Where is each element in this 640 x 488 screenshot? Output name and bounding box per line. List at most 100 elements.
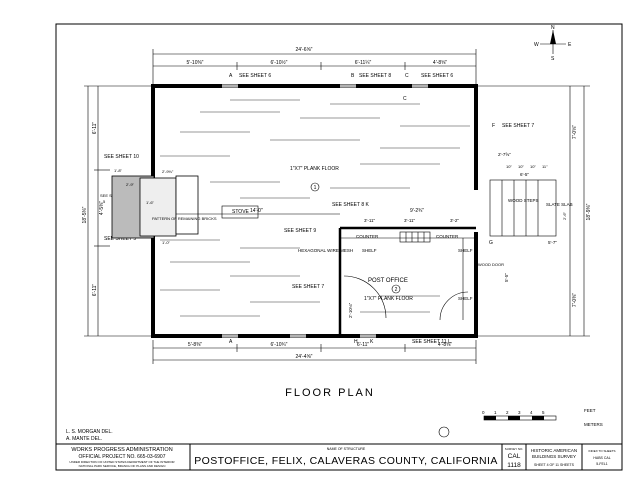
svg-text:3: 3: [518, 410, 521, 415]
dim-overall-bottom: 24'-4⅝": [296, 354, 313, 360]
side-label-2: 5: [103, 199, 106, 204]
svg-text:C: C: [403, 96, 407, 102]
index-caption: INDEX TO SHEETS: [589, 449, 616, 453]
see-sheet-7a: SEE SHEET 7: [502, 123, 534, 129]
title-block: L. S. MORGAN DEL. A. MANTE DEL. WORKS PR…: [56, 429, 622, 470]
side-label-1: SEE SHEET: [100, 193, 123, 198]
shelf-label-2: SHELF: [458, 248, 473, 253]
wood-door-label: WOOD DOOR: [478, 262, 504, 267]
svg-text:B: B: [351, 73, 355, 79]
dim-left-2: 4'-5⅜": [99, 201, 105, 215]
svg-text:G: G: [489, 240, 493, 246]
dim-fireplace: 2'-9⅛": [162, 169, 174, 174]
svg-text:K: K: [370, 339, 374, 345]
dim-left-1: 6'-11": [92, 122, 98, 135]
svg-text:4: 4: [530, 410, 533, 415]
dim-top-2: 6'-10½": [271, 59, 288, 66]
see-sheet-6a: SEE SHEET 6: [239, 73, 271, 79]
top-dimensions: 24'-6⅝" 5'-10⅜" 6'-10½" 6'-11¼" 4'-8⅝": [152, 47, 477, 86]
counter-label-1: COUNTER: [356, 234, 379, 239]
svg-text:A: A: [229, 339, 233, 345]
see-sheet-6b: SEE SHEET 6: [421, 73, 453, 79]
dim-po-2: 3'-11": [364, 218, 376, 223]
dim-left-3: 6'-11": [92, 284, 98, 297]
north-arrow-icon: N E S W: [534, 25, 572, 62]
see-sheet-5: SEE SHEET 5: [104, 236, 136, 242]
see-sheet-11: SEE SHEET 11 L: [412, 339, 451, 345]
dim-chimney: 1'-8": [114, 168, 123, 173]
dim-steps-2: 5'-7": [548, 240, 557, 245]
dim-chimney-4: 1'-0": [162, 240, 171, 245]
survey-no-caption: SURVEY NO.: [505, 447, 524, 451]
room-number-1: 1: [314, 185, 317, 191]
structure-name: POSTOFFICE, FELIX, CALAVERAS COUNTY, CAL…: [194, 455, 498, 467]
entrance-steps: WOOD STEPS SLATE SLAB 2'-7⅝" 10" 10" 10"…: [478, 152, 573, 282]
dim-po-1: 9'-2¾": [410, 208, 424, 214]
agency-line-2: OFFICIAL PROJECT NO. 665-03-6907: [79, 454, 166, 460]
sheet-border: [55, 23, 623, 471]
dim-step-w4: 11": [542, 164, 548, 169]
dim-po-vert: 2'-10⅛": [348, 302, 353, 318]
plank-floor-hatching: [160, 99, 470, 317]
dim-left-overall: 18'-5⅜": [82, 206, 88, 223]
svg-text:2: 2: [506, 410, 509, 415]
name-of-structure-caption: NAME OF STRUCTURE: [327, 447, 366, 451]
brick-pattern-label: PATTERN OF REMAINING BRICKS: [152, 216, 217, 221]
dim-bottom-3: 6'-11": [357, 342, 370, 348]
left-dimensions: 18'-5⅜" 6'-11" 4'-5⅜" 6'-11" SEE SHEET 1…: [82, 85, 152, 337]
dim-right-1: 7'-0⅝": [572, 125, 578, 139]
counter-label-2: COUNTER: [436, 234, 459, 239]
dim-chimney-3: 1'-6": [146, 200, 155, 205]
svg-text:F: F: [492, 123, 495, 129]
dim-overall-top: 24'-6⅝": [296, 47, 313, 53]
stove-label: STOVE: [232, 209, 250, 215]
dim-partition: 14'-0": [250, 208, 263, 214]
see-sheet-9: SEE SHEET 9: [284, 228, 316, 234]
dim-steps-1: 2'-6": [562, 211, 567, 220]
see-sheet-8: SEE SHEET 8: [359, 73, 391, 79]
svg-text:C: C: [405, 73, 409, 79]
agency-line-1: WORKS PROGRESS ADMINISTRATION: [71, 447, 172, 453]
top-section-callouts: A SEE SHEET 6 B SEE SHEET 8 C SEE SHEET …: [229, 73, 453, 102]
slate-slab-label: SLATE SLAB: [546, 202, 573, 207]
scale-bar: 0 1 2 3 4 5 FEET METERS: [438, 408, 603, 438]
shelf-label-3: SHELF: [458, 296, 473, 301]
post-office-room: COUNTER COUNTER SHELF SHELF SHELF POST O…: [338, 218, 476, 336]
habs-line-2: BUILDINGS SURVEY: [532, 454, 576, 459]
dim-step: 2'-7⅝": [498, 152, 511, 157]
dim-bottom-1: 5'-8⅜": [188, 342, 202, 348]
drawing-title: FLOOR PLAN: [285, 387, 375, 399]
dim-chimney-2: 2'-9": [126, 182, 135, 187]
scale-meters-label: METERS: [584, 422, 603, 427]
svg-text:H: H: [354, 339, 358, 345]
index-line-2: HABS CAL: [593, 456, 610, 460]
index-line-3: 5-FEL1: [596, 462, 608, 466]
survey-number: 1118: [507, 462, 521, 469]
svg-text:1: 1: [494, 410, 497, 415]
svg-text:A: A: [229, 73, 233, 79]
svg-text:N: N: [551, 25, 555, 31]
delineator-1: L. S. MORGAN DEL.: [66, 429, 113, 435]
main-floor-label: 1"X7" PLANK FLOOR: [290, 166, 339, 172]
partition: 14'-0" SEE SHEET 8 K 9'-2¾": [176, 202, 424, 215]
svg-text:0: 0: [482, 410, 485, 415]
habs-line-1: HISTORIC AMERICAN: [531, 448, 577, 453]
sheet-caption: SHEET 4 OF 11 SHEETS: [534, 463, 575, 467]
svg-text:E: E: [568, 42, 572, 48]
svg-text:5: 5: [542, 410, 545, 415]
room-number-circle-1: [310, 182, 320, 192]
dim-step-w2: 10": [518, 164, 524, 169]
room-number-2: 2: [395, 287, 398, 293]
dim-po-3: 3'-11": [404, 218, 416, 223]
svg-text:W: W: [534, 42, 539, 48]
svg-text:S: S: [551, 56, 555, 62]
right-dimensions: 7'-0⅝" 18'-9⅜" 7'-0⅜" F SEE SHEET 7: [476, 85, 592, 337]
building-walls: [151, 84, 479, 338]
dim-top-1: 5'-10⅜": [187, 60, 204, 66]
post-office-floor: 1"X7" PLANK FLOOR: [364, 296, 413, 302]
dim-bottom-2: 6'-10¾": [271, 342, 288, 348]
dim-step-w3: 10": [530, 164, 536, 169]
chimney: 2'-9⅛" 1'-8" 2'-9" 1'-6" 1'-0" PATTERN O…: [111, 168, 217, 245]
stove: [221, 205, 259, 219]
